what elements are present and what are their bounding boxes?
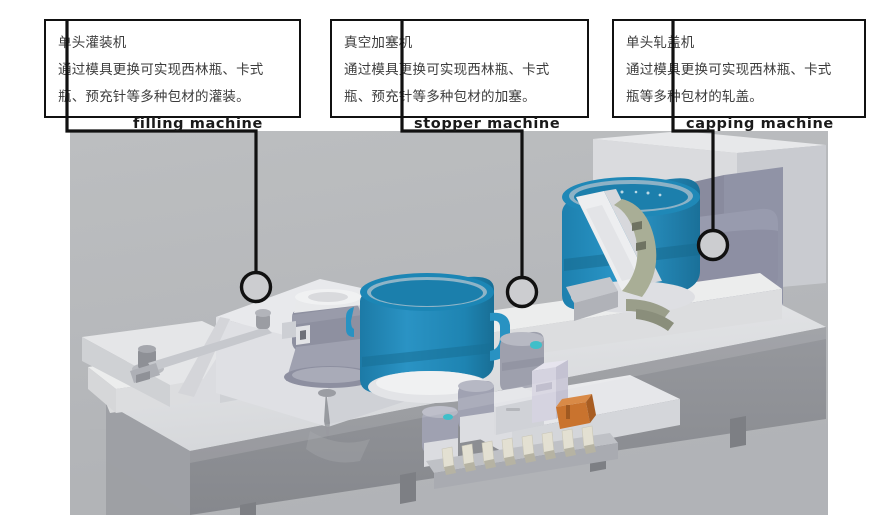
capping-machine-callout[interactable]: 单头轧盖机 通过模具更换可实现西林瓶、卡式 瓶等多种包材的轧盖。 <box>612 19 866 118</box>
machine-render <box>70 131 828 515</box>
callout-line3-stopper: 瓶、预充针等多种包材的加塞。 <box>344 89 536 105</box>
english-label-stopper: stopper machine <box>414 116 561 132</box>
callout-line2-filling: 通过模具更换可实现西林瓶、卡式 <box>58 62 264 78</box>
callout-title-stopper: 真空加塞机 <box>344 35 413 51</box>
callout-line2-capping: 通过模具更换可实现西林瓶、卡式 <box>626 62 832 78</box>
callout-line3-filling: 瓶、预充针等多种包材的灌装。 <box>58 89 250 105</box>
callout-title-filling: 单头灌装机 <box>58 35 127 51</box>
english-label-filling: filling machine <box>133 116 263 132</box>
callout-line2-stopper: 通过模具更换可实现西林瓶、卡式 <box>344 62 550 78</box>
callout-title-capping: 单头轧盖机 <box>626 35 695 51</box>
stopper-machine-callout[interactable]: 真空加塞机 通过模具更换可实现西林瓶、卡式 瓶、预充针等多种包材的加塞。 <box>330 19 589 118</box>
english-label-capping: capping machine <box>686 116 834 132</box>
callout-line3-capping: 瓶等多种包材的轧盖。 <box>626 89 763 105</box>
filling-machine-callout[interactable]: 单头灌装机 通过模具更换可实现西林瓶、卡式 瓶、预充针等多种包材的灌装。 <box>44 19 301 118</box>
